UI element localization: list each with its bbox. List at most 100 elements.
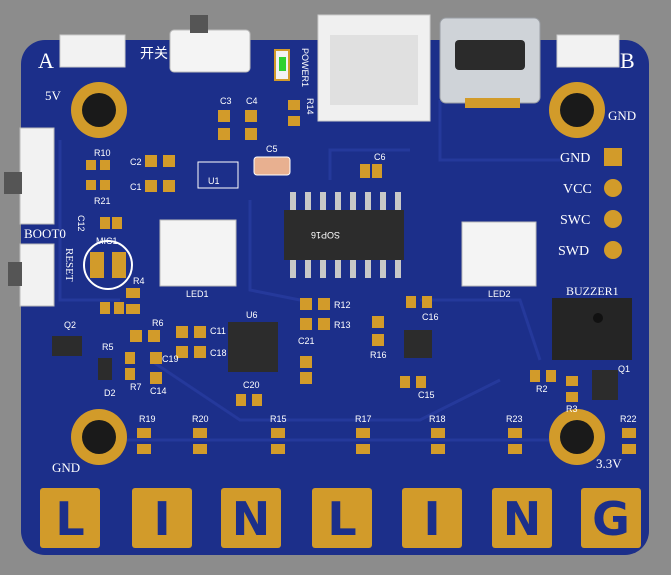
label-r19: R19 [139,414,156,424]
boot-knob [4,172,22,194]
label-r13: R13 [334,320,351,330]
u1-label: U1 [208,176,220,186]
corner-label-b: B [620,48,635,73]
label-r23: R23 [506,414,523,424]
led2 [461,221,537,287]
header-pin-vcc: VCC [563,182,592,197]
label-c1: C1 [130,182,142,192]
q1-label: Q1 [618,364,630,374]
jst-inner [330,35,418,105]
letter-l-2: L [327,492,356,546]
u6-chip [228,322,278,372]
label-c6: C6 [374,152,386,162]
q1 [592,370,618,400]
buzzer-label: BUZZER1 [566,284,619,298]
label-c4: C4 [246,96,258,106]
label-c19: C19 [162,354,179,364]
bottom-resistors [137,428,636,454]
label-3v3: 3.3V [596,456,622,471]
microphone [83,240,133,290]
reset-label: RESET [63,248,75,282]
label-r16: R16 [370,350,387,360]
label-r12: R12 [334,300,351,310]
u1-outline [197,161,239,189]
label-r22: R22 [620,414,637,424]
switch-label: 开关 [140,46,168,62]
label-r2: R2 [536,384,548,394]
small-ic [404,330,432,358]
label-r15: R15 [270,414,287,424]
c5-label: C5 [266,144,278,154]
sop16-label: SOP16 [311,230,340,240]
pcb-board [21,40,649,555]
led2-label: LED2 [488,289,511,299]
buzzer [552,298,632,360]
corner-label-a: A [38,48,54,73]
q2 [52,336,82,356]
label-c16: C16 [422,312,439,322]
label-c3: C3 [220,96,232,106]
boot-button[interactable] [19,127,55,225]
label-r7: R7 [130,382,142,392]
label-c14: C14 [150,386,167,396]
letter-i-2: I [423,492,440,546]
mic-pad [90,252,104,278]
label-r6: R6 [152,318,164,328]
label-c15: C15 [418,390,435,400]
buzzer-hole [593,313,603,323]
usb-opening [455,40,525,70]
label-r10: R10 [94,148,111,158]
letter-g: G [592,492,630,546]
q2-label: Q2 [64,320,76,330]
boot-label: BOOT0 [24,226,66,241]
letter-l-1: L [55,492,84,546]
letter-n-1: N [232,492,271,546]
bottom-letter-pads [40,488,641,548]
label-gnd-top: GND [608,108,636,123]
label-5v: 5V [45,88,62,103]
mic-pad [112,252,126,278]
label-c2: C2 [130,157,142,167]
header-pin-swd: SWD [558,244,589,259]
connector-a [59,34,126,68]
power-label: POWER1 [300,48,310,87]
mic-label: MIC1 [96,236,118,246]
header-pin-gnd: GND [560,151,590,166]
label-r5: R5 [102,342,114,352]
label-r14: R14 [305,98,315,115]
header-pins [604,148,622,259]
sop16-chip [284,210,404,260]
label-r3: R3 [566,404,578,414]
label-r21: R21 [94,196,111,206]
label-r4: R4 [133,276,145,286]
mounting-holes [71,82,605,465]
d2 [98,358,112,380]
reset-knob [8,262,22,286]
label-c21: C21 [298,336,315,346]
label-c20: C20 [243,380,260,390]
header-pin-swc: SWC [560,213,590,228]
letter-i-1: I [153,492,170,546]
usb-pads [465,98,520,108]
label-r17: R17 [355,414,372,424]
power-switch[interactable] [169,29,251,73]
sop16-pins [290,192,401,278]
u6-label: U6 [246,310,258,320]
switch-knob[interactable] [190,15,208,33]
label-c18: C18 [210,348,227,358]
copper-traces [58,100,600,442]
passive-pads [86,100,578,406]
designator-labels: R10 R21 R14 C3 C4 C2 C1 C6 C12 R4 R6 R5 … [76,96,637,424]
led1 [159,219,237,287]
d2-label: D2 [104,388,116,398]
c5-cap [253,156,291,176]
label-gnd-bottom: GND [52,460,80,475]
label-r18: R18 [429,414,446,424]
letter-n-2: N [503,492,542,546]
power-led-light [279,57,286,71]
connector-b [556,34,620,68]
led1-label: LED1 [186,289,209,299]
label-c11: C11 [210,326,226,336]
reset-button[interactable] [19,243,55,307]
